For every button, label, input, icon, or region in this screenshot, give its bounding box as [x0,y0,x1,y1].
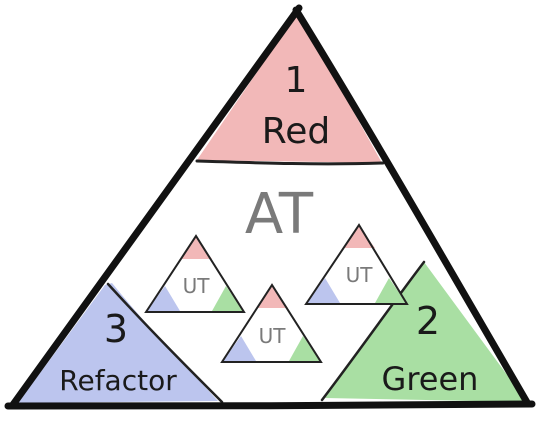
unit-test-triangle: UT [144,234,246,313]
acceptance-test-outline [4,4,536,410]
unit-test-label: UT [183,274,211,298]
red-number: 1 [285,60,308,101]
refactor-number: 3 [104,307,128,351]
green-label: Green [382,360,479,398]
unit-test-label: UT [346,263,374,287]
green-section [325,262,527,402]
green-divider-line [320,260,426,402]
refactor-section [18,283,218,403]
refactor-label: Refactor [59,364,177,397]
red-section [197,12,382,163]
refactor-divider-line [106,282,224,404]
red-label: Red [262,111,330,152]
unit-test-triangle: UT [304,223,409,305]
unit-test-triangle: UT [220,283,323,363]
red-divider-line [195,159,385,166]
unit-test-label: UT [259,324,287,348]
green-number: 2 [416,299,440,343]
acceptance-test-label: AT [245,182,314,247]
